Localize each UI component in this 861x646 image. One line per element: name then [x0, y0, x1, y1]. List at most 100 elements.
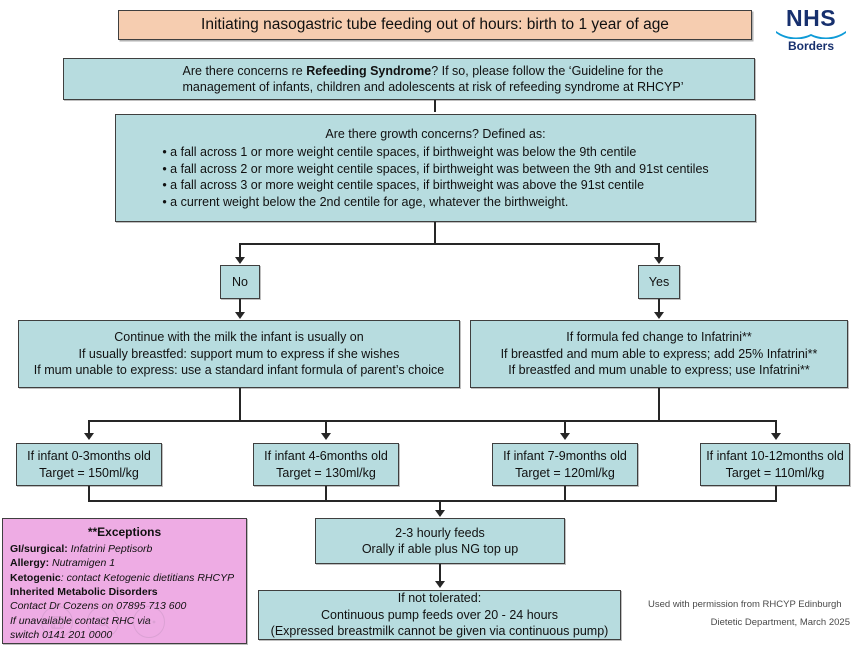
arrow-to-age-4-6 [321, 433, 331, 440]
connector-bus-to-hourly [439, 500, 441, 511]
connector-age-0-3-drop [88, 486, 90, 501]
connector-bus-to-age-0-3 [88, 420, 90, 434]
age-target-box: If infant 10-12months old Target = 110ml… [700, 443, 850, 486]
connector-growth-stem [434, 222, 436, 244]
growth-bullet-4: • a current weight below the 2nd centile… [162, 194, 569, 209]
nhs-logo-primary: NHS [785, 5, 837, 31]
target-label: Target = 110ml/kg [725, 465, 825, 480]
exceptions-unavailable-row: If unavailable contact RHC via [10, 614, 151, 627]
exceptions-contact-row: Contact Dr Cozens on 07895 713 600 [10, 600, 187, 613]
infatrini-line-3: If breastfed and mum unable to express; … [508, 363, 810, 378]
exceptions-imd-row: Inherited Metabolic Disorders [10, 585, 239, 599]
arrow-to-no [235, 257, 245, 264]
exceptions-ketogenic-label: Ketogenic [10, 571, 61, 584]
age-target-box: If infant 4-6months old Target = 130ml/k… [253, 443, 399, 486]
not-tolerated-box: If not tolerated: Continuous pump feeds … [258, 590, 621, 640]
connector-no-stem [239, 299, 241, 313]
nhs-borders-logo: NHS Borders [769, 5, 853, 53]
continue-line-1: Continue with the milk the infant is usu… [114, 330, 364, 345]
connector-hourly-bus [88, 500, 777, 502]
growth-concerns-heading: Are there growth concerns? Defined as: [325, 126, 546, 141]
credit-text: Used with permission from RHCYP Edinburg… [648, 596, 858, 632]
growth-concerns-bullets: • a fall across 1 or more weight centile… [162, 144, 708, 210]
target-label: Target = 130ml/kg [276, 465, 376, 480]
exceptions-title: **Exceptions [87, 525, 162, 539]
exceptions-gi-label: GI/surgical: [10, 542, 68, 555]
hourly-feeds-box: 2-3 hourly feeds Orally if able plus NG … [315, 518, 565, 564]
decision-yes-box: Yes [638, 265, 680, 299]
not-tolerated-line-2: Continuous pump feeds over 20 - 24 hours [321, 607, 558, 622]
refeeding-syndrome-box: Are there concerns re Refeeding Syndrome… [63, 58, 755, 100]
continue-line-3: If mum unable to express: use a standard… [33, 363, 445, 378]
page-title: Initiating nasogastric tube feeding out … [118, 10, 752, 40]
decision-no-box: No [220, 265, 260, 299]
credit-line-2: Dietetic Department, March 2025 [710, 617, 850, 629]
connector-bus-to-age-10-12 [775, 420, 777, 434]
arrow-to-hourly-feeds [435, 510, 445, 517]
refeeding-line-1-lead: Are there concerns re [182, 63, 307, 78]
exceptions-switch-row: switch 0141 201 0000 [10, 629, 113, 642]
connector-age-bus [88, 420, 777, 422]
age-target-box: If infant 0-3months old Target = 150ml/k… [16, 443, 162, 486]
connector-growth-bus [239, 243, 660, 245]
exceptions-allergy-value: Nutramigen 1 [49, 557, 116, 570]
connector-growth-to-no [239, 243, 241, 259]
exceptions-gi-value: Infatrini Peptisorb [67, 542, 153, 555]
nhs-logo-secondary: Borders [787, 39, 834, 53]
continue-usual-milk-box: Continue with the milk the infant is usu… [18, 320, 460, 388]
exceptions-box: **Exceptions GI/surgical: Infatrini Pept… [2, 518, 247, 644]
exceptions-allergy-label: Allergy: [10, 557, 50, 570]
hourly-line-2: Orally if able plus NG top up [361, 542, 519, 556]
age-target-box: If infant 7-9months old Target = 120ml/k… [492, 443, 638, 486]
nhs-swoosh-icon [776, 31, 846, 39]
connector-refeeding-to-growth [434, 100, 436, 112]
growth-bullet-1: • a fall across 1 or more weight centile… [162, 145, 637, 160]
connector-bus-to-age-4-6 [325, 420, 327, 434]
arrow-to-age-10-12 [771, 433, 781, 440]
exceptions-gi-row: GI/surgical: Infatrini Peptisorb [10, 542, 239, 556]
growth-bullet-2: • a fall across 2 or more weight centile… [162, 161, 709, 176]
connector-age-4-6-drop [325, 486, 327, 501]
age-label: If infant 0-3months old [27, 449, 151, 463]
refeeding-syndrome-text: Are there concerns re Refeeding Syndrome… [135, 63, 684, 96]
arrow-to-infatrini-box [654, 312, 664, 319]
arrow-to-age-0-3 [84, 433, 94, 440]
connector-growth-to-yes [658, 243, 660, 259]
arrow-to-age-7-9 [560, 433, 570, 440]
arrow-to-yes [654, 257, 664, 264]
credit-line-1: Used with permission from RHCYP Edinburg… [648, 599, 842, 610]
target-label: Target = 120ml/kg [515, 465, 615, 480]
arrow-to-continue-box [235, 312, 245, 319]
exceptions-imd-label: Inherited Metabolic Disorders [10, 586, 158, 598]
exceptions-ketogenic-value: : contact Ketogenic dietitians RHCYP [60, 571, 235, 584]
refeeding-line-2: management of infants, children and adol… [182, 80, 684, 94]
not-tolerated-line-1: If not tolerated: [397, 591, 482, 606]
refeeding-line-1-bold: Refeeding Syndrome [306, 63, 432, 78]
exceptions-ketogenic-row: Ketogenic: contact Ketogenic dietitians … [10, 571, 239, 585]
connector-yes-stem [658, 299, 660, 313]
continue-line-2: If usually breastfed: support mum to exp… [78, 346, 400, 361]
connector-age-10-12-drop [775, 486, 777, 501]
arrow-to-not-tolerated [435, 581, 445, 588]
refeeding-line-1-tail: ? If so, please follow the ‘Guideline fo… [431, 63, 664, 78]
exceptions-allergy-row: Allergy: Nutramigen 1 [10, 556, 239, 570]
connector-hourly-to-not-tolerated [439, 564, 441, 582]
age-label: If infant 4-6months old [264, 449, 388, 463]
connector-bus-to-age-7-9 [564, 420, 566, 434]
connector-age-7-9-drop [564, 486, 566, 501]
hourly-line-1: 2-3 hourly feeds [395, 525, 485, 540]
infatrini-line-2: If breastfed and mum able to express; ad… [500, 346, 818, 361]
not-tolerated-line-3: (Expressed breastmilk cannot be given vi… [270, 624, 609, 639]
infatrini-line-1: If formula fed change to Infatrini** [566, 330, 752, 345]
age-label: If infant 7-9months old [503, 449, 627, 463]
connector-continue-drop [239, 388, 241, 421]
growth-bullet-3: • a fall across 3 or more weight centile… [162, 178, 645, 193]
infatrini-box: If formula fed change to Infatrini** If … [470, 320, 848, 388]
page-title-text: Initiating nasogastric tube feeding out … [201, 15, 669, 33]
decision-no-label: No [232, 274, 248, 289]
age-label: If infant 10-12months old [706, 449, 844, 463]
refeeding-line-1: Are there concerns re Refeeding Syndrome… [183, 63, 684, 80]
target-label: Target = 150ml/kg [39, 465, 139, 480]
connector-infatrini-drop [658, 388, 660, 421]
